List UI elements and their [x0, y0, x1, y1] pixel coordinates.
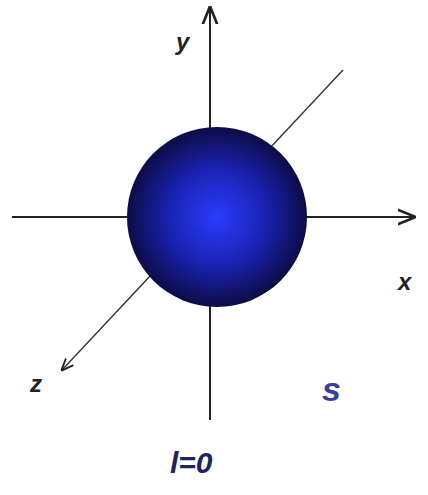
quantum-number-label: l=0 [170, 448, 213, 478]
axis-label: y [176, 30, 189, 54]
axis-label: z [30, 372, 42, 396]
orbital-label: s [322, 372, 341, 406]
s-orbital-sphere [127, 127, 307, 307]
z-axis [62, 70, 343, 370]
axis-label: x [398, 270, 411, 294]
